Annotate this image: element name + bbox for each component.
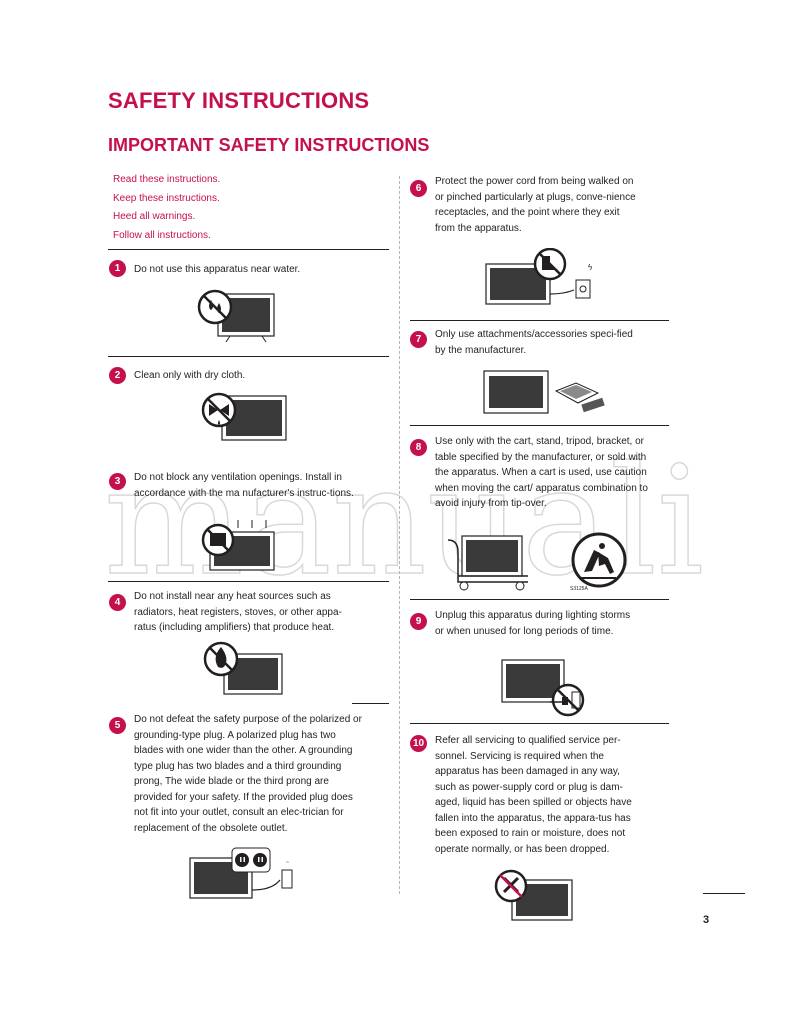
divider [410,723,669,724]
item-number-badge: 6 [410,180,427,197]
item-number-badge: 7 [410,331,427,348]
item-text: Protect the power cord from being walked… [435,176,636,234]
cart-icon [447,535,528,591]
no-stepping-cord-icon: ϟ [485,248,593,305]
divider [108,356,389,357]
item-text: Clean only with dry cloth. [134,370,246,381]
divider [352,703,389,704]
svg-text:ϟ: ϟ [588,263,593,272]
intro-line: Read these instructions. [113,174,221,185]
footer-rule [703,893,745,894]
divider [410,599,669,600]
no-self-repair-icon [494,869,573,921]
no-blocking-vent-icon [201,520,275,571]
intro-list: Read these instructions. Keep these inst… [113,171,220,245]
item-text: Do not defeat the safety purpose of the … [134,714,362,834]
item-number-badge: 9 [410,613,427,630]
accessories-icon [483,370,605,414]
page-title: SAFETY INSTRUCTIONS [108,88,370,113]
item-number-badge: 8 [410,439,427,456]
item-number-badge: 10 [410,735,427,752]
item-number-badge: 2 [109,367,126,384]
item-text: Refer all servicing to qualified service… [435,735,632,855]
unplug-icon [501,659,585,717]
polarized-plug-icon: ~ [189,847,293,899]
item-number-badge: 5 [109,717,126,734]
item-text: Use only with the cart, stand, tripod, b… [435,436,648,509]
intro-line: Heed all warnings. [113,211,196,222]
svg-text:~: ~ [286,860,289,866]
no-water-icon [197,289,275,343]
cart-tipover-icon [571,532,627,588]
item-text: Only use attachments/accessories speci-f… [435,329,633,356]
intro-line: Follow all instructions. [113,229,211,241]
cart-warning-label: S3125A [570,586,588,592]
item-text: Do not block any ventilation openings. I… [134,472,354,499]
divider [410,425,669,426]
divider [108,581,389,582]
no-spray-icon [201,392,287,441]
divider [410,320,669,321]
item-number-badge: 1 [109,260,126,277]
item-number-badge: 3 [109,473,126,490]
no-heat-icon [203,641,283,695]
divider [108,249,389,250]
page-subtitle: IMPORTANT SAFETY INSTRUCTIONS [108,135,430,155]
page-number: 3 [703,914,710,926]
item-number-badge: 4 [109,594,126,611]
intro-line: Keep these instructions. [113,192,220,204]
item-text: Do not use this apparatus near water. [134,264,301,275]
item-text: Do not install near any heat sources suc… [134,591,342,633]
column-divider [399,176,400,894]
item-text: Unplug this apparatus during lighting st… [435,610,631,637]
